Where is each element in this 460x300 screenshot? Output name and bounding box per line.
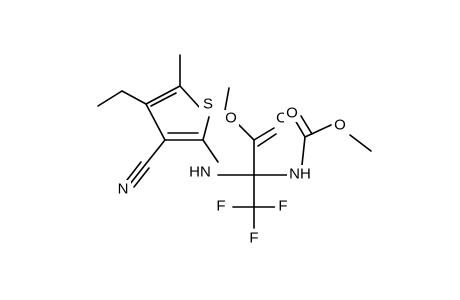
bond-s-c5 [179,85,202,110]
bond-carbamate-co-single [304,124,332,138]
atom-fluorine-3: F [249,230,258,247]
bond-carbamate-ome [349,134,372,152]
atom-fluorine-1: F [216,198,225,215]
atom-labels: S HN NH N O O O O F F F [115,95,348,247]
bond-c5-c4 [145,85,181,105]
bond-ester-co-double-b [257,133,277,147]
bond-carbamate-co-double-a [294,119,306,138]
bond-c2-s [202,116,210,141]
bond-c2-nh [202,139,219,163]
atom-carbamate-o-double: O [286,105,298,122]
bond-cn-triple-b [126,161,142,181]
bond-cn-triple-c [133,167,150,188]
atom-ring-nh: HN [189,164,211,181]
atom-fluorine-2: F [278,198,287,215]
atom-carbamate-nh: NH [289,166,311,183]
thiophene-ring [145,85,210,141]
bond-ester-co-double-a [253,127,275,141]
bond-ester-ome [224,87,230,111]
bond-carbamate-co-double-b [300,115,313,135]
bond-ethyl-2 [97,90,123,107]
atom-ester-o-single: O [225,110,237,127]
bond-c3-cn [144,139,166,166]
atom-sulfur: S [203,96,213,113]
bond-c4-c3 [145,103,166,141]
bond-cn-triple-a [129,164,146,185]
bond-c5-c4-double [150,92,177,107]
atom-carbamate-o-single: O [334,117,346,134]
bond-nh2-carbamate [301,136,306,166]
bond-ester-co-single [237,123,255,141]
atom-ester-o-double: O [276,110,288,127]
bond-ethyl-1 [121,90,147,105]
atom-nitrile-n: N [118,181,129,198]
